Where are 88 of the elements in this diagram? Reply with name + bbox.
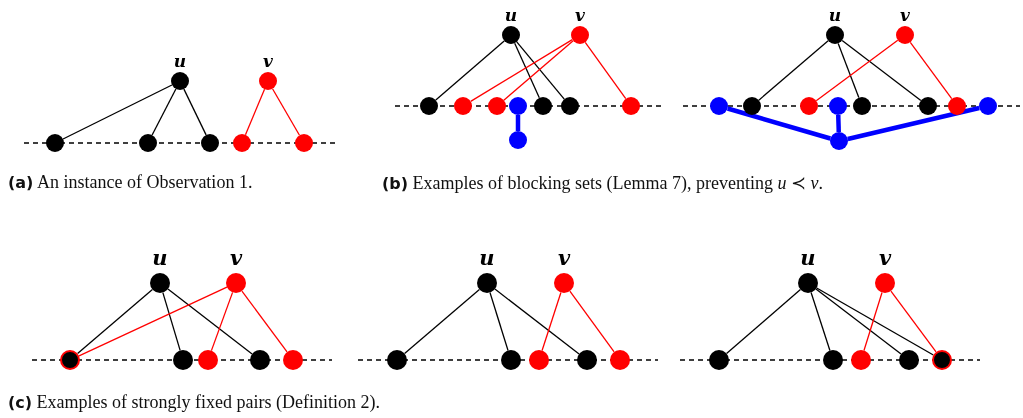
- edge-line: [489, 291, 509, 352]
- edge-line: [890, 290, 937, 353]
- vertex: [743, 97, 761, 115]
- edge-line: [162, 291, 181, 352]
- vertex-label: u: [151, 247, 169, 268]
- edge-line: [569, 290, 615, 353]
- vertex-label: u: [827, 7, 843, 24]
- vertex: [710, 97, 728, 115]
- vertex: [139, 134, 157, 152]
- vertex: [529, 350, 549, 370]
- edge-line: [514, 42, 540, 99]
- vertex-label: u: [799, 247, 817, 268]
- edge-line: [725, 288, 802, 355]
- vertex: [198, 350, 218, 370]
- edge-line: [167, 288, 253, 355]
- figure-caption: (a) An instance of Observation 1.: [8, 172, 253, 193]
- edge-line: [516, 41, 565, 100]
- vertex: [561, 97, 579, 115]
- edge-line: [244, 88, 266, 136]
- vertex-label: v: [899, 7, 911, 24]
- vertex: [387, 350, 407, 370]
- vertex: [851, 350, 871, 370]
- thick-edge: [836, 114, 841, 133]
- vertex-label: v: [574, 7, 586, 24]
- edge-line: [62, 84, 173, 140]
- edge-line: [78, 286, 228, 357]
- vertex: [501, 350, 521, 370]
- vertex: [283, 350, 303, 370]
- edge-line: [503, 40, 574, 101]
- vertex: [979, 97, 997, 115]
- edge-line: [435, 40, 505, 101]
- edge-line: [494, 288, 580, 355]
- vertex: [46, 134, 64, 152]
- vertex: [534, 97, 552, 115]
- edge-line: [271, 88, 301, 136]
- edge-line: [758, 40, 829, 101]
- edge-line: [151, 88, 177, 136]
- vertex: [488, 97, 506, 115]
- vertex: [853, 97, 871, 115]
- vertex: [454, 97, 472, 115]
- vertex-label: u: [172, 53, 188, 70]
- vertex: [823, 350, 843, 370]
- vertex-label: v: [262, 53, 274, 70]
- figure-caption: (b) Examples of blocking sets (Lemma 7), preventing u ≺ v.: [382, 172, 823, 194]
- edge-line: [810, 291, 831, 352]
- vertex-label: u: [478, 247, 496, 268]
- edge-line: [863, 291, 883, 352]
- vertex: [610, 350, 630, 370]
- vertex: [509, 97, 527, 115]
- vertex: [899, 350, 919, 370]
- edge-line: [183, 88, 207, 136]
- edge-line: [541, 291, 562, 352]
- vertex: [295, 134, 313, 152]
- vertex: [800, 97, 818, 115]
- vertex: [201, 134, 219, 152]
- vertex: [948, 97, 966, 115]
- vertex: [173, 350, 193, 370]
- vertex-label: v: [228, 247, 244, 268]
- vertex: [709, 350, 729, 370]
- vertex: [622, 97, 640, 115]
- figure-caption: (c) Examples of strongly fixed pairs (Definition 2).: [8, 392, 381, 413]
- vertex: [577, 350, 597, 370]
- edge-line: [837, 42, 860, 99]
- vertex-label: u: [503, 7, 519, 24]
- edge-line: [841, 39, 922, 102]
- edge-line: [816, 287, 934, 356]
- vertex: [509, 131, 527, 149]
- edge-line: [403, 288, 481, 355]
- edge-line: [815, 288, 902, 355]
- edge-line: [241, 290, 288, 353]
- edge-line: [909, 41, 953, 100]
- vertex-label: v: [556, 247, 572, 268]
- vertex: [829, 97, 847, 115]
- vertex: [932, 350, 952, 370]
- edge-line: [210, 291, 234, 352]
- vertex: [420, 97, 438, 115]
- vertex: [830, 132, 848, 150]
- edge-line: [470, 39, 573, 102]
- vertex: [233, 134, 251, 152]
- vertex-label: v: [877, 247, 893, 268]
- edge-line: [76, 288, 154, 355]
- vertex: [250, 350, 270, 370]
- edge-line: [815, 39, 899, 102]
- vertex: [60, 350, 80, 370]
- thick-edge: [727, 106, 831, 141]
- thick-edge: [847, 105, 980, 142]
- edge-line: [584, 41, 627, 100]
- vertex: [919, 97, 937, 115]
